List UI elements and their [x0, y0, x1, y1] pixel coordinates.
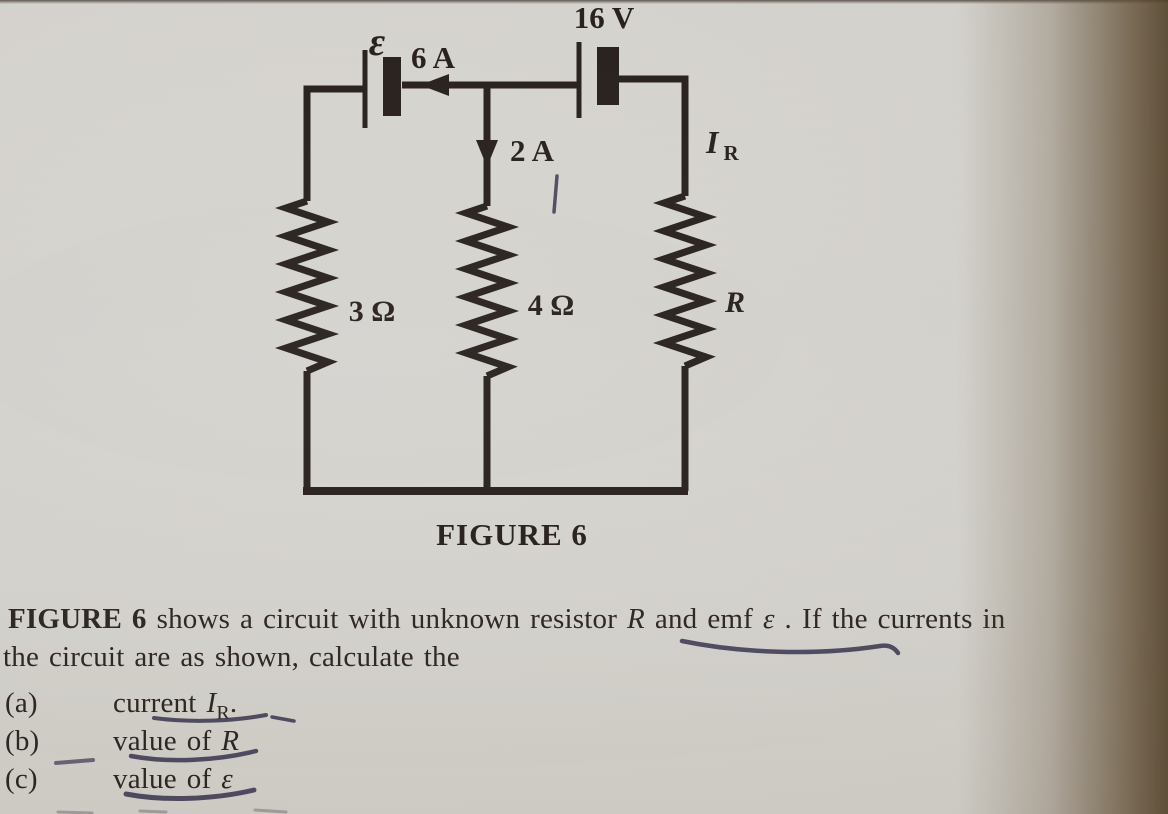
underline-item-a-tail	[270, 715, 296, 723]
wire-top-right	[619, 75, 689, 196]
item-math-symbol: R	[221, 725, 240, 757]
underline-R-and-emf	[679, 638, 901, 656]
item-text-suffix: .	[229, 687, 238, 719]
resistor-r-label: R	[724, 286, 745, 319]
question-item-c: (c) value of ε	[5, 763, 233, 796]
smudge-mark	[138, 809, 168, 814]
problem-line-2: the circuit are as shown, calculate the	[3, 641, 460, 673]
item-text: value of ε	[113, 763, 233, 795]
current-6a-label: 6 A	[411, 40, 456, 75]
battery-16v-label: 16 V	[574, 0, 635, 35]
item-label: (c)	[5, 763, 38, 795]
item-math-symbol: ε	[221, 763, 233, 795]
resistor-4ohm	[454, 202, 520, 380]
problem-text-segment: . If the currents in	[774, 603, 1006, 635]
resistor-4ohm-label: 4 Ω	[528, 289, 575, 322]
problem-text-segment: shows a circuit with unknown resistor	[146, 603, 628, 635]
current-ir-subscript: R	[723, 141, 739, 165]
question-item-b: (b) value of R	[5, 725, 239, 758]
item-label: (b)	[5, 725, 40, 757]
resistor-R	[652, 192, 718, 370]
emf-battery-short-plate	[383, 57, 401, 116]
wire-top-left	[303, 85, 363, 201]
item-math-subscript: R	[216, 701, 230, 724]
current-2a-label: 2 A	[510, 133, 555, 168]
item-text-prefix: current	[113, 687, 207, 719]
figure-reference: FIGURE 6	[8, 603, 147, 635]
item-text: value of R	[113, 725, 239, 757]
question-item-a: (a) current IR.	[5, 687, 238, 723]
item-text: current IR.	[113, 687, 238, 723]
resistor-3ohm	[274, 197, 340, 375]
item-math-symbol: I	[206, 687, 217, 719]
current-ir-label: I R	[705, 124, 739, 165]
symbol-epsilon: ε	[762, 603, 775, 635]
figure-caption: FIGURE 6	[436, 517, 588, 552]
symbol-R: R	[627, 603, 645, 635]
emf-label: ε	[369, 19, 386, 64]
circuit-diagram: ε 6 A 16 V 2 A I R 3 Ω 4 Ω R FIGURE 6	[274, 0, 745, 552]
current-6a-arrowhead-icon	[420, 74, 449, 96]
item-text-prefix: value of	[113, 725, 222, 757]
cutoff-text-smudges	[56, 808, 288, 814]
item-label: (a)	[5, 687, 38, 719]
item-text-prefix: value of	[113, 763, 222, 795]
smudge-mark	[253, 808, 288, 814]
current-2a-arrowhead-icon	[476, 140, 498, 167]
resistor-3ohm-label: 3 Ω	[349, 295, 396, 328]
problem-text-segment: and emf	[644, 603, 763, 635]
battery-16v-short-plate	[597, 47, 619, 105]
current-ir-symbol: I	[705, 124, 720, 160]
smudge-mark	[56, 810, 94, 814]
problem-line-1: FIGURE 6 shows a circuit with unknown re…	[8, 603, 1006, 636]
